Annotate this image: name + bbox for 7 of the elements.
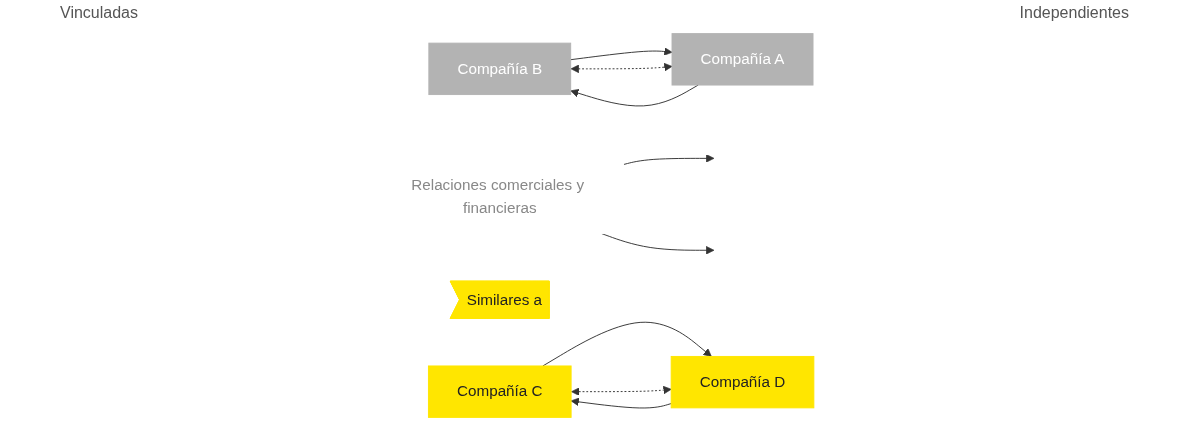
group-heading: Vinculadas <box>60 4 138 22</box>
group-heading: Independientes <box>1019 4 1129 22</box>
node-box: Compañía C <box>427 365 572 418</box>
node-box: Compañía A <box>671 33 814 86</box>
node-box: Compañía B <box>427 42 571 96</box>
node-box: Compañía D <box>670 355 814 409</box>
node-text: Relaciones comerciales y financieras <box>410 176 584 216</box>
